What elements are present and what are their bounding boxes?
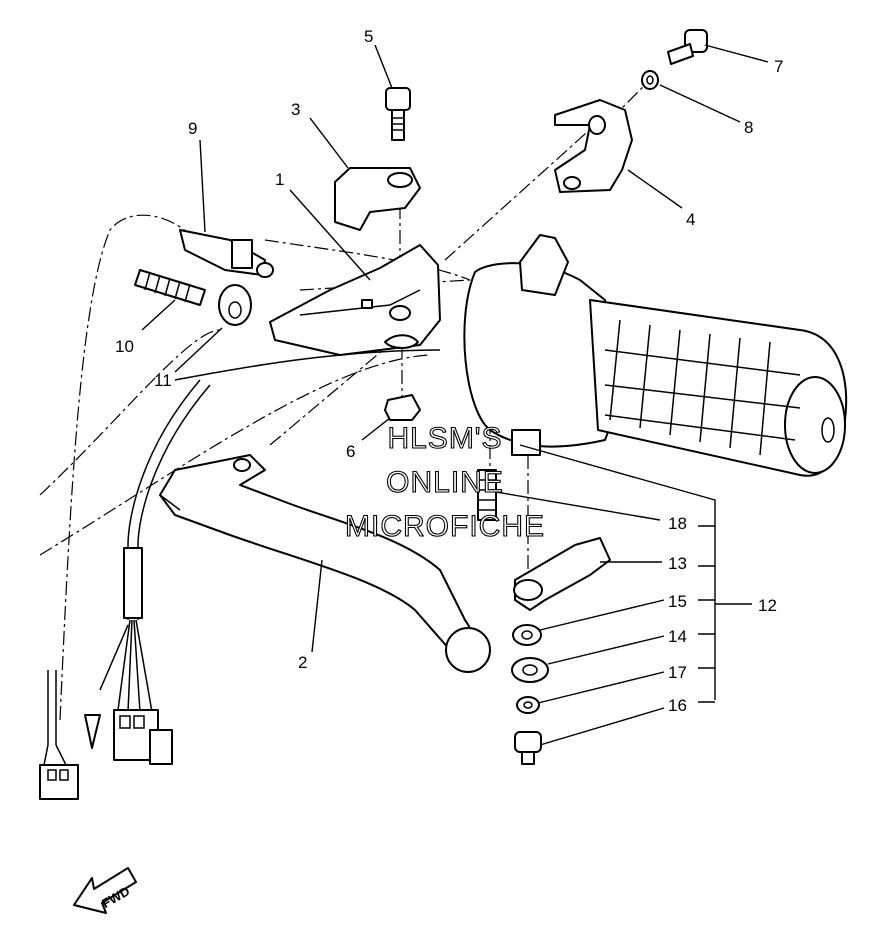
part-7-screw bbox=[667, 29, 708, 65]
part-5-bolt bbox=[385, 87, 411, 141]
part-8-washer bbox=[641, 70, 659, 90]
watermark: HLSM'S ONLINE MICROFICHE bbox=[344, 421, 545, 543]
callout-9: 9 bbox=[188, 119, 197, 138]
callout-13: 13 bbox=[668, 554, 687, 573]
wire-harness bbox=[39, 379, 211, 800]
part-18-bolt bbox=[477, 469, 497, 521]
part-13-lever-arm bbox=[513, 537, 611, 611]
watermark-line-3: MICROFICHE bbox=[345, 510, 545, 543]
part-11-locknut bbox=[218, 284, 252, 326]
part-2-lever bbox=[159, 349, 491, 673]
callout-2: 2 bbox=[298, 653, 307, 672]
part-6-nut bbox=[384, 394, 421, 421]
watermark-line-1: HLSM'S bbox=[387, 422, 502, 455]
callout-labels: 1 2 3 4 5 6 7 8 9 10 11 12 13 14 15 16 1… bbox=[115, 27, 783, 715]
part-3-clamp bbox=[334, 167, 421, 231]
callout-15: 15 bbox=[668, 592, 687, 611]
switch-housing-and-grip bbox=[463, 234, 848, 477]
callout-1: 1 bbox=[275, 170, 284, 189]
leader-lines bbox=[141, 44, 769, 746]
callout-7: 7 bbox=[774, 57, 783, 76]
part-4-holder-cap bbox=[554, 99, 633, 193]
part-10-adjuster bbox=[134, 269, 206, 306]
callout-4: 4 bbox=[686, 210, 695, 229]
callout-5: 5 bbox=[364, 27, 373, 46]
part-1-lever-holder bbox=[269, 244, 441, 356]
callout-17: 17 bbox=[668, 663, 687, 682]
callout-18: 18 bbox=[668, 514, 687, 533]
part-15-nut bbox=[512, 624, 542, 646]
part-9-switch bbox=[179, 229, 274, 278]
callout-6: 6 bbox=[346, 442, 355, 461]
callout-12: 12 bbox=[758, 596, 777, 615]
callout-8: 8 bbox=[744, 118, 753, 137]
callout-14: 14 bbox=[668, 627, 687, 646]
callout-3: 3 bbox=[291, 100, 300, 119]
callout-10: 10 bbox=[115, 337, 134, 356]
part-14-washer bbox=[511, 657, 549, 683]
part-16-screw bbox=[514, 731, 542, 765]
callout-16: 16 bbox=[668, 696, 687, 715]
part-17-washer bbox=[516, 696, 540, 714]
watermark-line-2: ONLINE bbox=[386, 466, 504, 499]
fwd-arrow-icon: FWD bbox=[73, 867, 137, 914]
callout-11: 11 bbox=[154, 371, 172, 390]
